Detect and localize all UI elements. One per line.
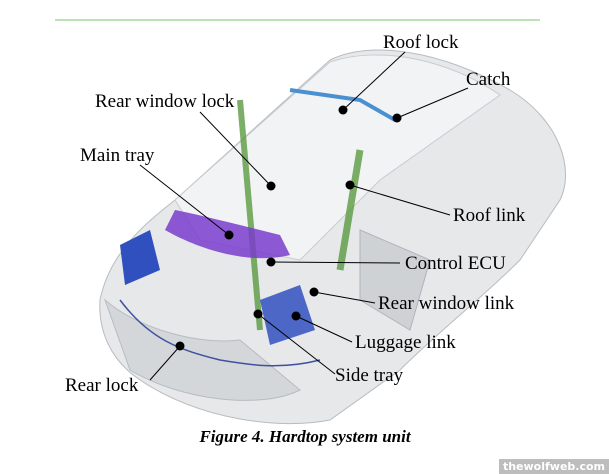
label-main-tray: Main tray (80, 145, 155, 166)
label-luggage-link: Luggage link (355, 332, 456, 353)
label-side-tray: Side tray (335, 365, 404, 386)
label-control-ecu: Control ECU (405, 253, 506, 274)
leader-lines (139, 51, 469, 381)
label-rear-window-lock: Rear window lock (95, 91, 235, 112)
marker-dots (175, 105, 402, 351)
label-roof-link: Roof link (453, 205, 526, 226)
label-roof-lock: Roof lock (383, 32, 459, 53)
label-rear-lock: Rear lock (65, 375, 139, 396)
label-catch: Catch (466, 69, 511, 90)
label-rear-window-link: Rear window link (378, 293, 515, 314)
watermark: thewolfweb.com (498, 459, 609, 474)
figure-caption: Figure 4. Hardtop system unit (198, 427, 411, 446)
